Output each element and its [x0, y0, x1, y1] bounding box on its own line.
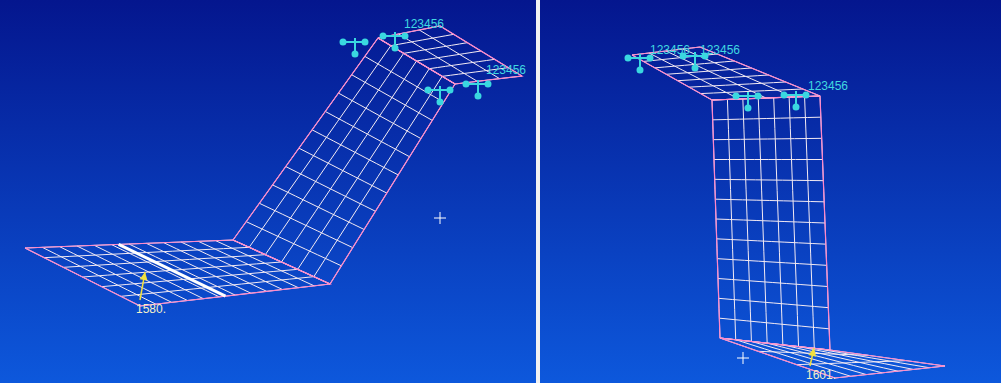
- mesh-line: [689, 82, 786, 87]
- mesh-line: [715, 179, 824, 180]
- mesh-group: [25, 26, 945, 378]
- mesh-line: [718, 279, 828, 287]
- arrow-head: [140, 272, 148, 281]
- spc-constraint: [734, 92, 761, 111]
- mesh-line: [417, 51, 482, 61]
- constraint-symbols: [341, 32, 809, 111]
- mesh-edge: [25, 240, 330, 306]
- mesh-line: [783, 345, 898, 371]
- spc-constraint: [464, 80, 491, 99]
- mesh-line: [719, 298, 829, 307]
- mesh-line: [429, 59, 494, 68]
- right-viewport: [540, 0, 1001, 383]
- mesh-edge: [233, 38, 455, 284]
- constraint-dof-label: 123456: [404, 18, 444, 30]
- mesh-line: [717, 239, 826, 244]
- mesh-line: [719, 318, 829, 329]
- mesh-line: [265, 53, 403, 254]
- constraint-dof-label: 123456: [486, 64, 526, 76]
- spc-constraint: [782, 91, 809, 110]
- mesh-line: [298, 69, 430, 270]
- divider: [536, 0, 540, 383]
- mesh-patch: [712, 96, 830, 350]
- mesh-patch: [25, 240, 330, 306]
- node-id-label: 1601.: [806, 369, 836, 381]
- mesh-line: [814, 348, 929, 367]
- mesh-patch: [233, 38, 455, 284]
- mesh-line: [717, 259, 826, 266]
- mesh-line: [44, 247, 249, 257]
- constraint-dof-label: 123456: [650, 44, 690, 56]
- origin-cross: [434, 212, 749, 364]
- mesh-line: [249, 46, 391, 248]
- mesh-line: [799, 347, 914, 370]
- spc-constraint: [341, 38, 368, 57]
- mesh-line: [797, 361, 907, 365]
- constraint-dof-label: 123456: [700, 44, 740, 56]
- mesh-line: [666, 68, 751, 74]
- node-id-label: 1580.: [136, 303, 166, 315]
- spc-constraint: [626, 54, 653, 73]
- spc-constraint: [426, 86, 453, 105]
- mesh-line: [701, 89, 803, 94]
- selected-elements: [119, 244, 226, 296]
- left-viewport: [0, 0, 536, 383]
- mesh-edge: [712, 96, 830, 350]
- constraint-dof-label: 123456: [808, 80, 848, 92]
- mesh-line: [713, 117, 821, 120]
- mesh-line: [713, 138, 821, 139]
- mesh-line: [314, 76, 442, 276]
- spc-constraint: [381, 32, 408, 51]
- mesh-line: [404, 43, 468, 54]
- mesh-line: [716, 219, 825, 223]
- arrow-head: [808, 348, 816, 357]
- mesh-line: [715, 199, 824, 202]
- mesh-line: [282, 61, 417, 262]
- mesh-line: [678, 75, 769, 81]
- leader-arrows: [140, 272, 817, 366]
- mesh-line: [714, 159, 823, 160]
